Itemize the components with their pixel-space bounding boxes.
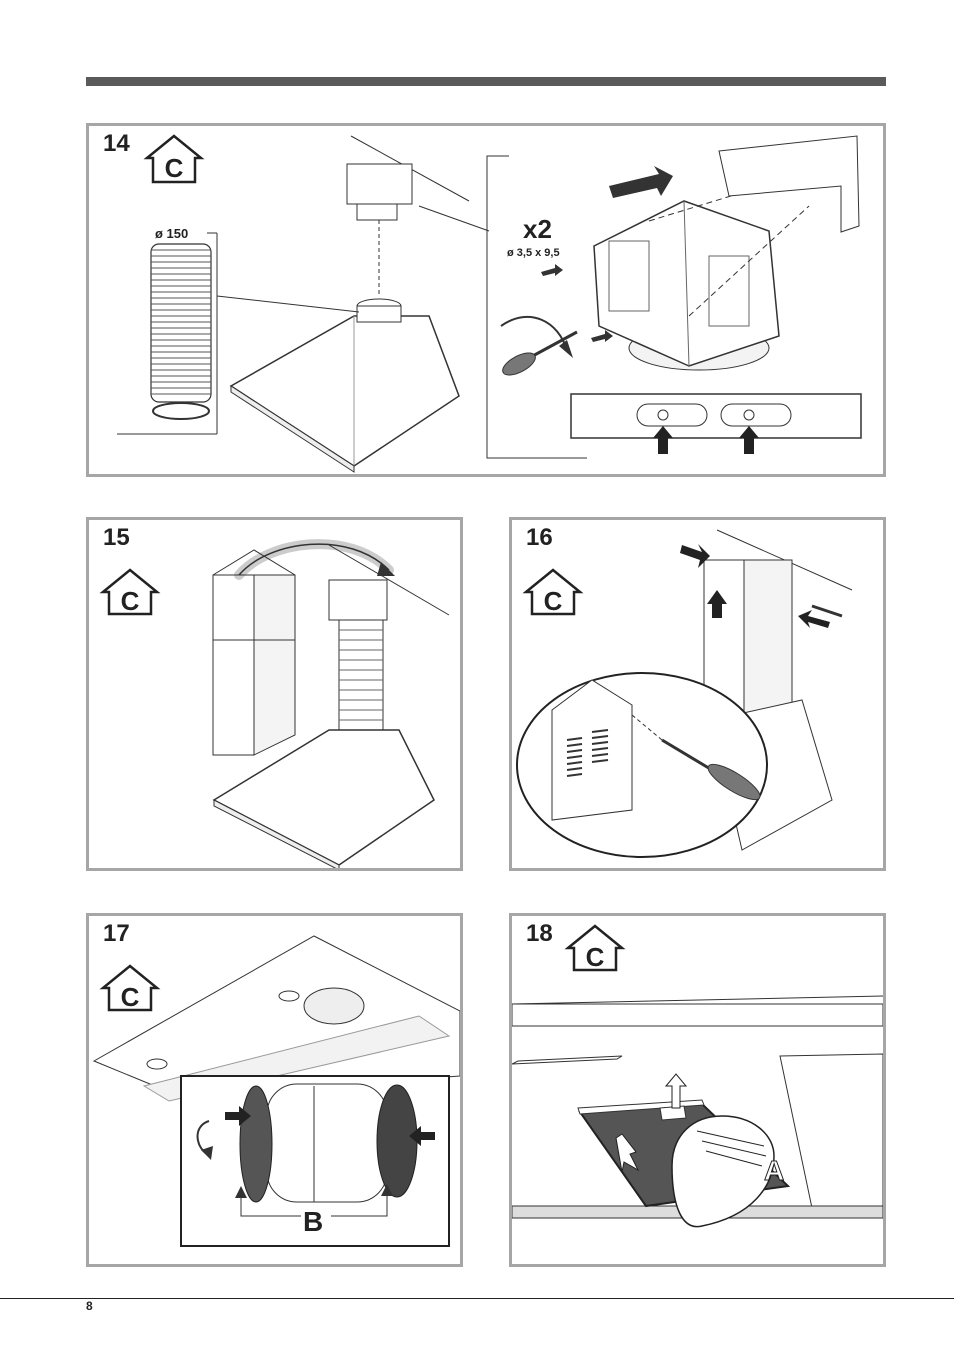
ceiling-fan-unit	[347, 136, 469, 296]
screw-size-label: ø 3,5 x 9,5	[507, 247, 560, 259]
step-18-panel: 18 C A	[509, 913, 886, 1267]
cooker-hood	[231, 299, 459, 472]
flexible-duct-hose	[151, 244, 211, 419]
page-number: 8	[86, 1299, 93, 1313]
step-16-panel: 16 C	[509, 517, 886, 871]
recirculation-icon: C	[147, 136, 201, 183]
header-rule	[86, 77, 886, 86]
recirculation-icon: C	[568, 926, 622, 972]
multiplier-label: x2	[523, 214, 552, 244]
mounting-plate-detail	[571, 394, 861, 454]
svg-text:C: C	[121, 982, 140, 1012]
recirculation-icon: C	[526, 570, 580, 616]
label-b: B	[303, 1206, 323, 1237]
step-17-panel: 17 C B	[86, 913, 463, 1267]
diameter-label: ø 150	[155, 226, 188, 241]
motor-unit-detail	[594, 136, 859, 370]
label-a: A	[764, 1155, 784, 1186]
svg-text:C: C	[586, 942, 605, 972]
step-15-panel: 15 C	[86, 517, 463, 871]
recirculation-icon: C	[103, 570, 157, 616]
chimney-sections	[213, 550, 295, 755]
recirculation-icon: C	[103, 966, 157, 1012]
svg-text:C: C	[121, 586, 140, 616]
zoom-detail-screw	[517, 673, 767, 857]
svg-text:C: C	[544, 586, 563, 616]
footer-rule	[0, 1298, 954, 1299]
step-14-panel: 14 C	[86, 123, 886, 477]
svg-text:C: C	[165, 153, 184, 183]
